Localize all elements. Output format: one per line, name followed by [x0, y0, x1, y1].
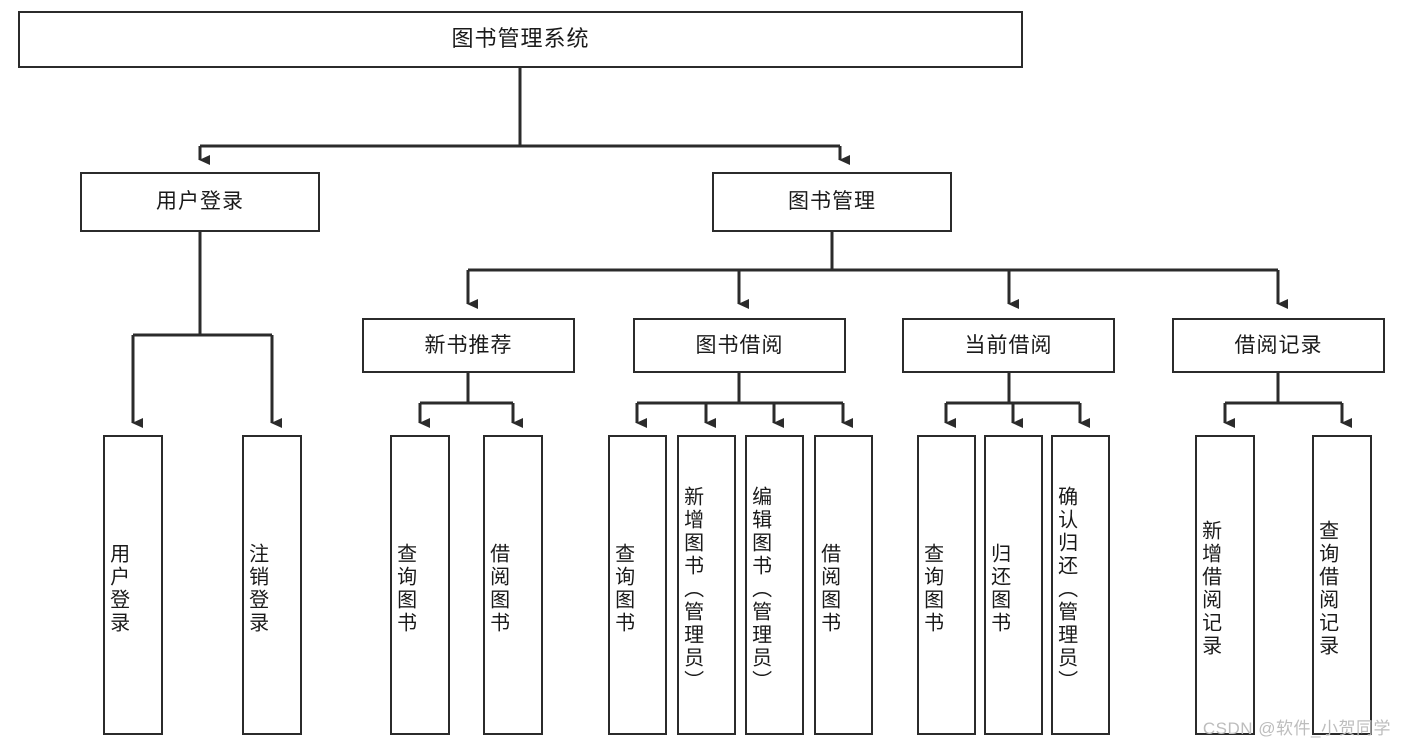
node-label: 查询图书: [393, 543, 416, 635]
node-current-borrow[interactable]: 当前借阅: [902, 318, 1115, 373]
node-label: 图书借阅: [695, 333, 784, 357]
node-label: 确认归还（管理员）: [1054, 485, 1077, 693]
node-label: 查询图书: [920, 543, 943, 635]
node-root-system[interactable]: 图书管理系统: [18, 11, 1023, 68]
node-label: 新增借阅记录: [1198, 520, 1221, 658]
node-label: 用户登录: [106, 543, 129, 635]
leaf-record-query-record[interactable]: 查询借阅记录: [1312, 435, 1372, 735]
leaf-borrow-add-book-admin[interactable]: 新增图书（管理员）: [677, 435, 736, 735]
node-label: 归还图书: [987, 543, 1010, 635]
node-label: 新书推荐: [424, 333, 513, 357]
leaf-borrow-borrow-book[interactable]: 借阅图书: [814, 435, 873, 735]
node-book-borrow[interactable]: 图书借阅: [633, 318, 846, 373]
leaf-user-login[interactable]: 用户登录: [103, 435, 163, 735]
node-book-management[interactable]: 图书管理: [712, 172, 952, 232]
node-user-login[interactable]: 用户登录: [80, 172, 320, 232]
node-label: 图书管理系统: [451, 26, 590, 52]
node-label: 查询借阅记录: [1315, 520, 1338, 658]
watermark: CSDN @软件_小贺同学: [1202, 719, 1391, 738]
node-label: 查询图书: [611, 543, 634, 635]
node-label: 图书管理: [788, 190, 876, 214]
leaf-current-return-book[interactable]: 归还图书: [984, 435, 1043, 735]
node-label: 借阅记录: [1234, 333, 1323, 357]
leaf-current-query-book[interactable]: 查询图书: [917, 435, 976, 735]
leaf-borrow-query-book[interactable]: 查询图书: [608, 435, 667, 735]
node-borrow-record[interactable]: 借阅记录: [1172, 318, 1385, 373]
node-label: 新增图书（管理员）: [680, 485, 703, 693]
leaf-newbook-borrow-book[interactable]: 借阅图书: [483, 435, 543, 735]
leaf-borrow-edit-book-admin[interactable]: 编辑图书（管理员）: [745, 435, 804, 735]
leaf-record-add-record[interactable]: 新增借阅记录: [1195, 435, 1255, 735]
node-label: 编辑图书（管理员）: [748, 485, 771, 693]
node-new-book-recommend[interactable]: 新书推荐: [362, 318, 575, 373]
leaf-current-confirm-return-admin[interactable]: 确认归还（管理员）: [1051, 435, 1110, 735]
node-label: 当前借阅: [964, 333, 1053, 357]
node-label: 用户登录: [156, 190, 244, 214]
leaf-newbook-query-book[interactable]: 查询图书: [390, 435, 450, 735]
leaf-logout[interactable]: 注销登录: [242, 435, 302, 735]
node-label: 注销登录: [245, 543, 268, 635]
node-label: 借阅图书: [817, 543, 840, 635]
node-label: 借阅图书: [486, 543, 509, 635]
